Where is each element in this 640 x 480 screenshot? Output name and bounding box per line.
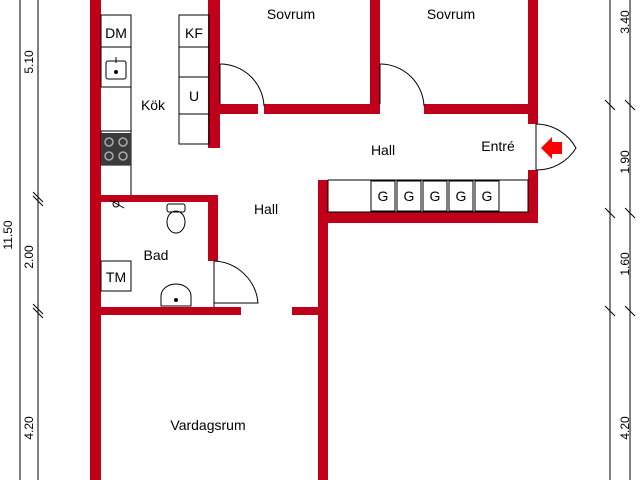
room-hall-upper: Hall	[371, 142, 395, 158]
entry-arrow-icon	[541, 137, 562, 159]
wardrobe-g-2: G	[404, 188, 415, 204]
tm-label: TM	[106, 269, 126, 285]
wardrobe-g-3: G	[430, 188, 441, 204]
room-entre: Entré	[481, 138, 515, 154]
room-sovrum-right: Sovrum	[427, 6, 475, 22]
dimension-left-c: 4.20	[22, 416, 36, 440]
wardrobe-g-5: G	[482, 188, 493, 204]
doors	[213, 63, 577, 307]
room-vardagsrum: Vardagsrum	[170, 417, 245, 433]
dm-fixture: DM	[105, 25, 127, 41]
wardrobe: G G G G G	[327, 179, 529, 213]
u-label: U	[189, 88, 199, 104]
tm-fixture: TM	[100, 260, 132, 292]
dimension-left-total: 11.50	[1, 220, 15, 249]
dimension-left-b: 2.00	[22, 245, 36, 269]
walls	[90, 0, 538, 480]
wardrobe-g-4: G	[456, 188, 467, 204]
dimension-right-c: 1.60	[618, 252, 632, 276]
kf-label: KF	[185, 25, 203, 41]
room-sovrum-left: Sovrum	[267, 6, 315, 22]
stove-icon	[101, 133, 131, 165]
dimension-right-d: 4.20	[618, 416, 632, 440]
wardrobe-g-1: G	[378, 188, 389, 204]
room-bad: Bad	[144, 247, 169, 263]
washbasin-icon	[160, 283, 192, 307]
toilet-icon	[166, 203, 186, 234]
room-hall-lower: Hall	[254, 201, 278, 217]
kitchen-cabinets	[178, 14, 210, 145]
dimension-right-a: 3.40	[618, 10, 632, 34]
dimension-left-a: 5.10	[22, 50, 36, 74]
dimension-right-b: 1.90	[618, 150, 632, 174]
shower-icon	[109, 199, 125, 209]
dimension-lines	[19, 0, 636, 480]
room-kok: Kök	[141, 97, 166, 113]
sink-icon	[105, 57, 127, 80]
kitchen-counter	[100, 14, 132, 195]
dm-label: DM	[105, 25, 127, 41]
